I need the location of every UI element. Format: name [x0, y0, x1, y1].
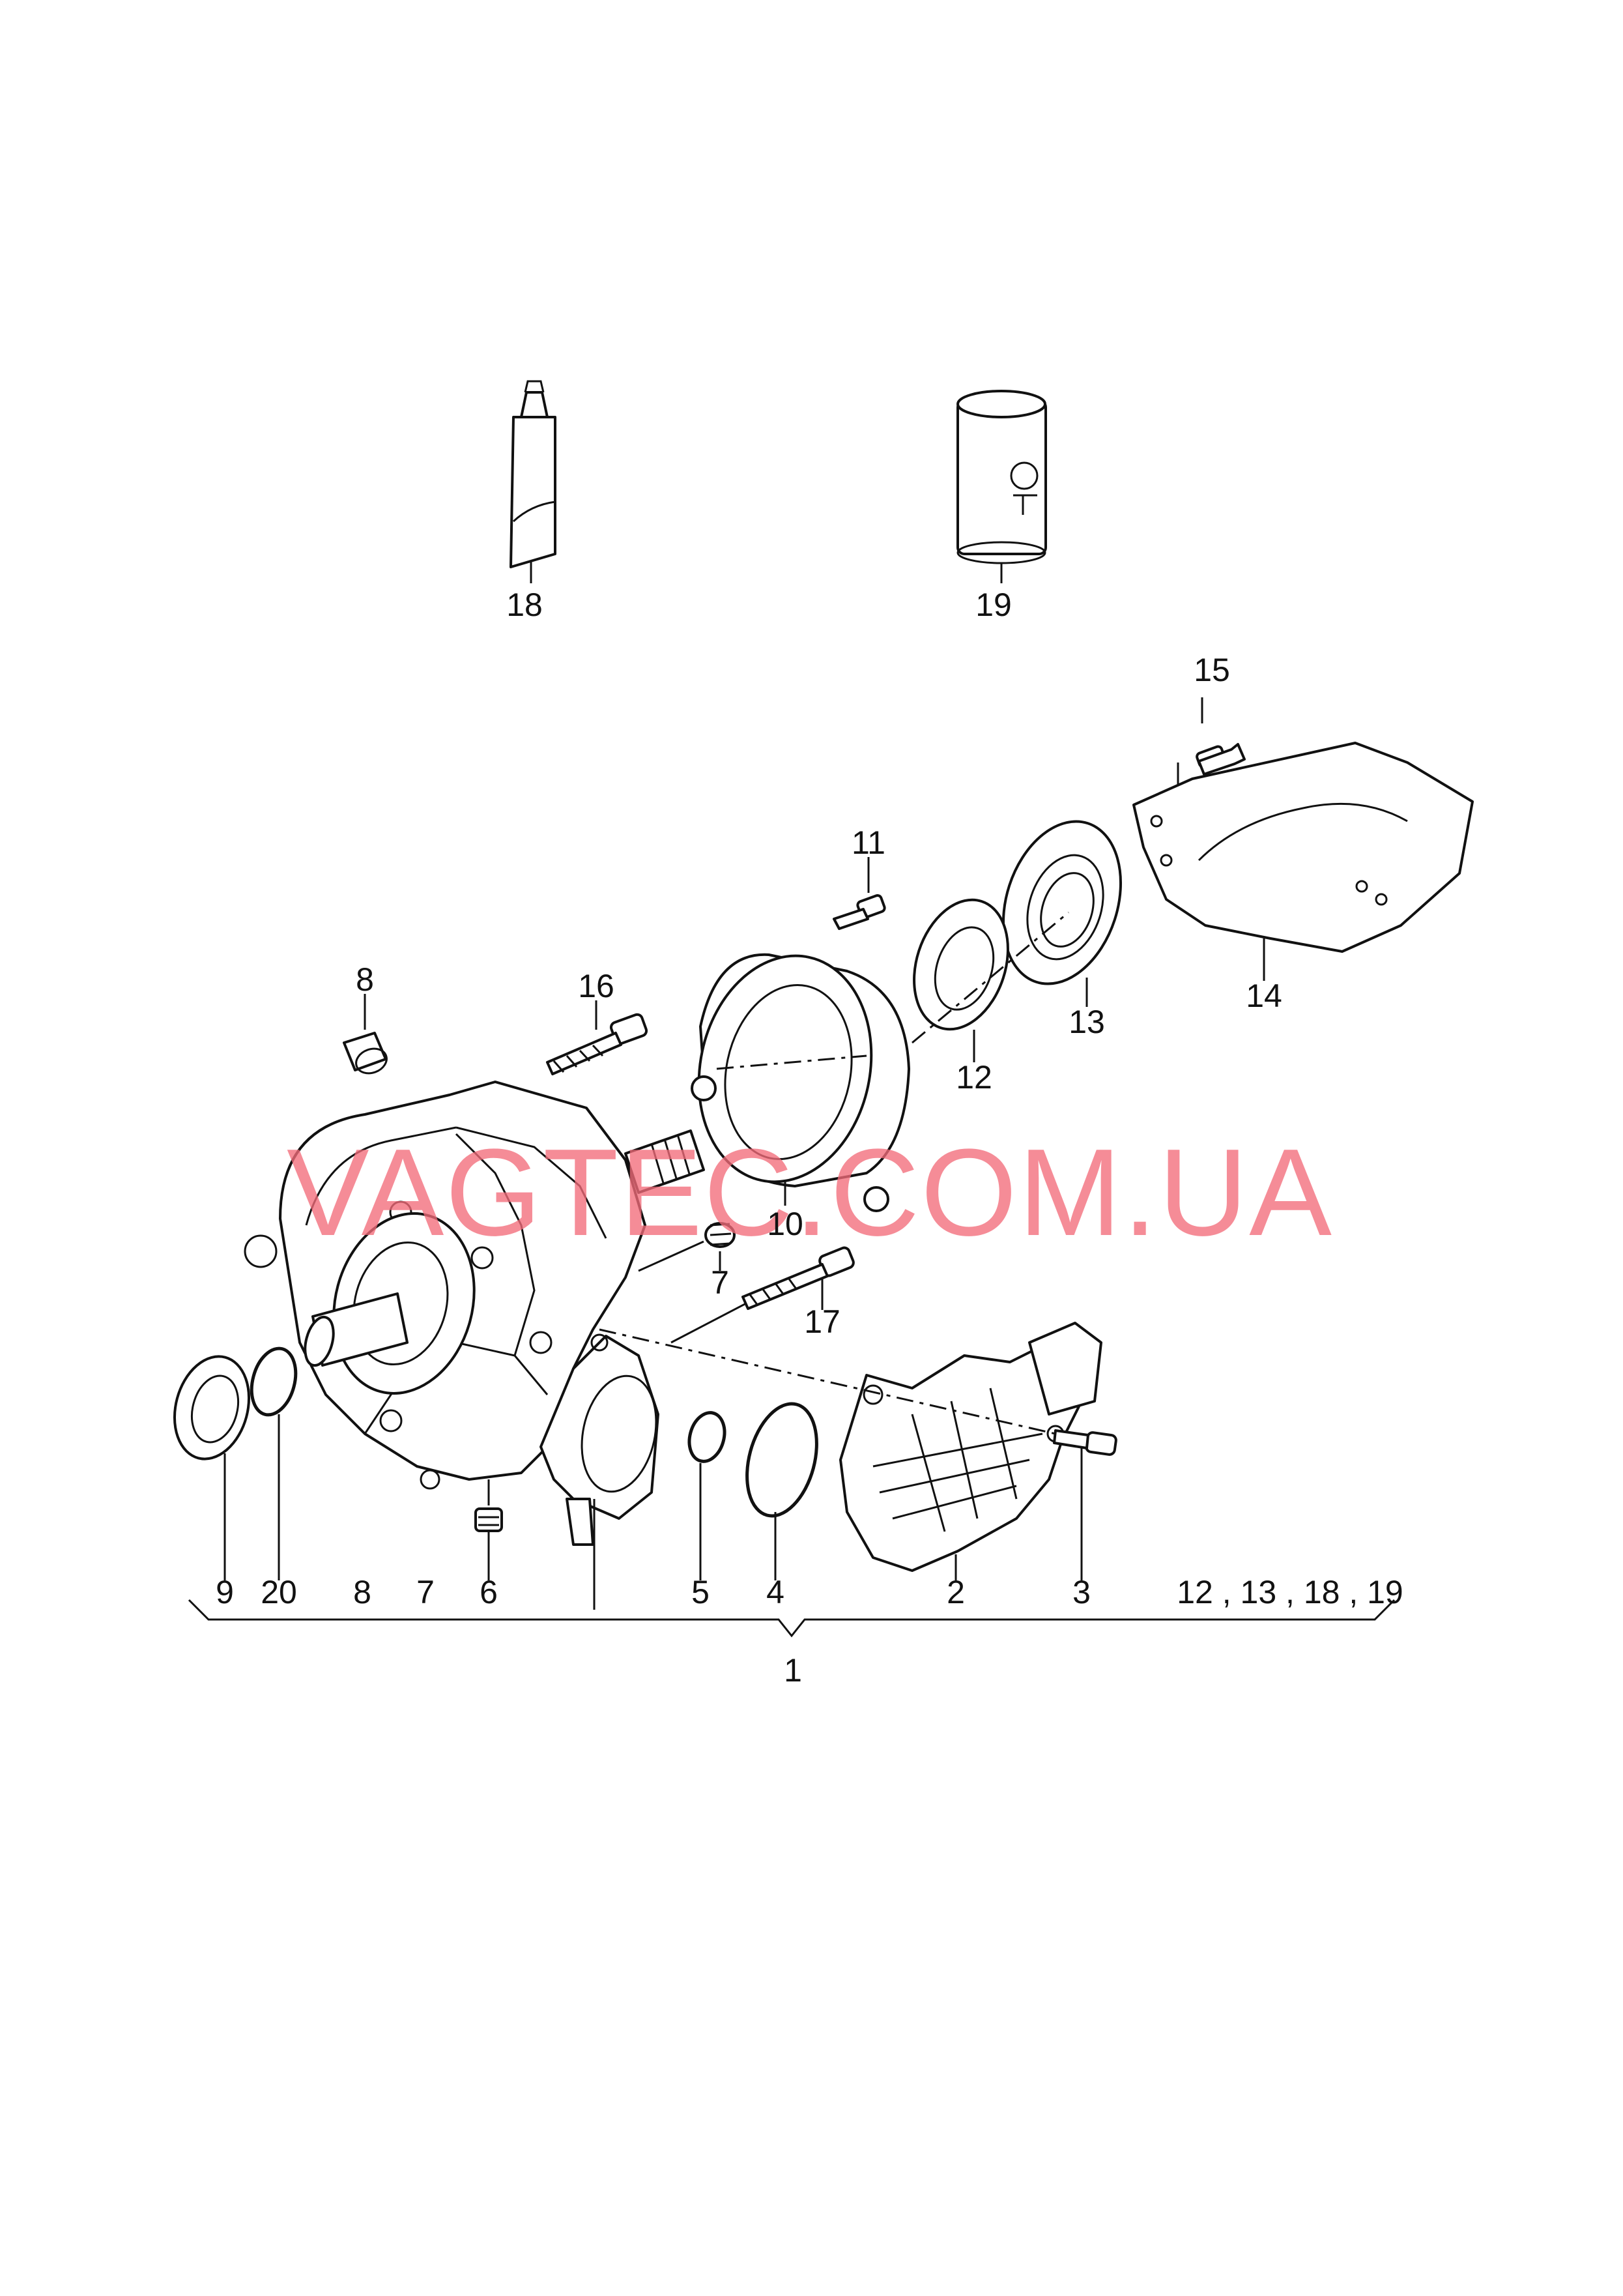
callout-label: 10: [767, 1206, 803, 1242]
actuator-screw-part: [599, 1328, 1117, 1580]
large-seal-part: [1002, 820, 1122, 1007]
small-o-ring-part: [687, 1411, 726, 1580]
plug-upper-part: [343, 994, 388, 1075]
callout-label: 6: [480, 1574, 498, 1610]
callout-label: 8: [353, 1574, 371, 1610]
callout-label: 9: [216, 1574, 234, 1610]
drain-plug-part: [474, 1479, 503, 1580]
callout-label: 11: [852, 824, 885, 861]
callout-label: 5: [691, 1574, 710, 1610]
oil-can-part: [956, 390, 1047, 583]
circlip-part: [250, 1346, 298, 1580]
assembly-bracket: [188, 1599, 1396, 1638]
callout-label: 1: [784, 1652, 802, 1689]
long-bolt-lower-part: [670, 1246, 855, 1344]
heat-shield-part: [1132, 742, 1474, 981]
callout-label: 18: [506, 587, 543, 623]
callout-label: 12: [956, 1059, 992, 1096]
callout-label: 13: [1069, 1004, 1105, 1040]
callout-label: 2: [947, 1574, 965, 1610]
transfer-case-housing-part: [244, 1081, 705, 1546]
bracket-bolt-part: [833, 857, 886, 930]
plug-side-part: [638, 1222, 736, 1272]
sealant-tube-part: [510, 380, 556, 583]
callout-label: 4: [766, 1574, 784, 1610]
actuator-motor-part: [839, 1322, 1102, 1580]
callout-label: 7: [711, 1264, 729, 1301]
callout-label: 8: [356, 961, 374, 998]
callout-label: 19: [975, 587, 1012, 623]
long-bolt-upper-part: [546, 1000, 648, 1075]
callout-label: 14: [1246, 978, 1282, 1014]
callout-label: 7: [416, 1574, 435, 1610]
watermark: VAGTEC.COM.UA: [287, 1124, 1333, 1262]
small-seal-part: [913, 898, 1009, 1062]
large-o-ring-part: [745, 1402, 818, 1580]
callout-label: 16: [578, 968, 614, 1004]
kit-contents-label: 12 , 13 , 18 , 19: [1177, 1574, 1403, 1610]
callout-label: 20: [261, 1574, 297, 1610]
mounting-bracket-part: [691, 911, 1069, 1212]
shaft-seal-part: [173, 1355, 251, 1580]
callout-label: 15: [1194, 652, 1230, 688]
callout-label: 17: [804, 1303, 840, 1340]
callout-label: 3: [1072, 1574, 1091, 1610]
